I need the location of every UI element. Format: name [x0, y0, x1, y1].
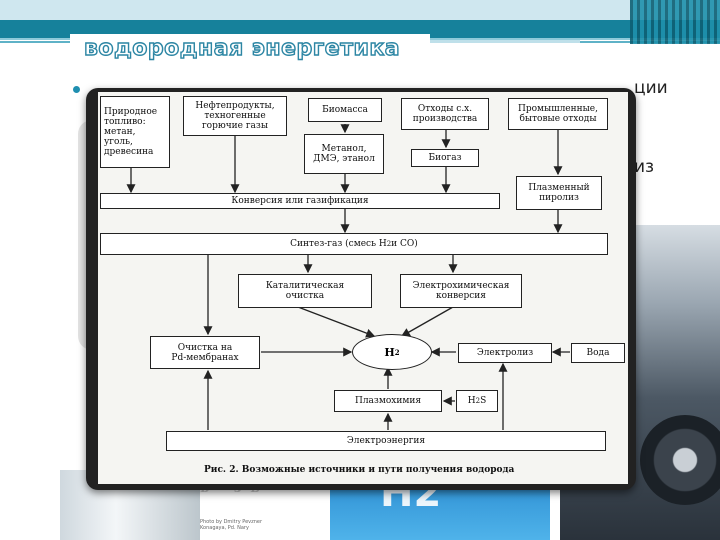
h2-label: H [384, 345, 395, 359]
box-conversion-gasification: Конверсия или газификация [100, 193, 500, 209]
diagram-connectors [126, 124, 570, 430]
box-biomass: Биомасса [308, 98, 382, 122]
box-agri-waste: Отходы с.х. производства [401, 98, 489, 130]
box-pd-membranes: Очистка на Pd-мембранах [150, 336, 260, 369]
figure-caption: Рис. 2. Возможные источники и пути получ… [204, 465, 515, 475]
syngas-label: Синтез-газ (смесь H [290, 239, 387, 249]
syngas-subscript: 2 [386, 240, 392, 248]
box-water: Вода [571, 343, 625, 363]
bullet-text-fragment: из [634, 157, 655, 177]
bullet-icon [73, 86, 80, 93]
box-industrial-waste: Промышленные, бытовые отходы [508, 98, 608, 130]
bullet-text-fragment: ции [634, 78, 668, 98]
title-underline [430, 40, 580, 43]
h2s-subscript: 2 [475, 397, 481, 405]
h2-subscript: 2 [394, 347, 400, 357]
hydrogen-sources-diagram: Природное топливо: метан, уголь, древеси… [98, 92, 628, 484]
page-title: водородная энергетика [83, 35, 401, 61]
box-oil-products: Нефтепродукты, техногенные горючие газы [183, 96, 287, 136]
box-plasma-pyrolysis: Плазменный пиролиз [516, 176, 602, 210]
photo-credit: Photo by Dmitry Pevzner Konagaya, Pd. Na… [200, 519, 263, 531]
box-electrochemical-conversion: Электрохимическая конверсия [400, 274, 522, 308]
h2s-suffix: S [480, 396, 487, 406]
box-electrolysis: Электролиз [458, 343, 552, 363]
box-catalytic-purification: Каталитическая очистка [238, 274, 372, 308]
syngas-suffix: и CO) [391, 239, 418, 249]
box-biogas: Биогаз [411, 149, 479, 167]
h2s-label: H [467, 396, 476, 406]
box-plasmochemistry: Плазмохимия [334, 390, 442, 412]
box-methanol: Метанол, ДМЭ, этанол [304, 134, 384, 174]
banner-stripes [630, 0, 720, 44]
box-electric-energy: Электроэнергия [166, 431, 606, 451]
box-natural-fuel: Природное топливо: метан, уголь, древеси… [100, 96, 170, 168]
